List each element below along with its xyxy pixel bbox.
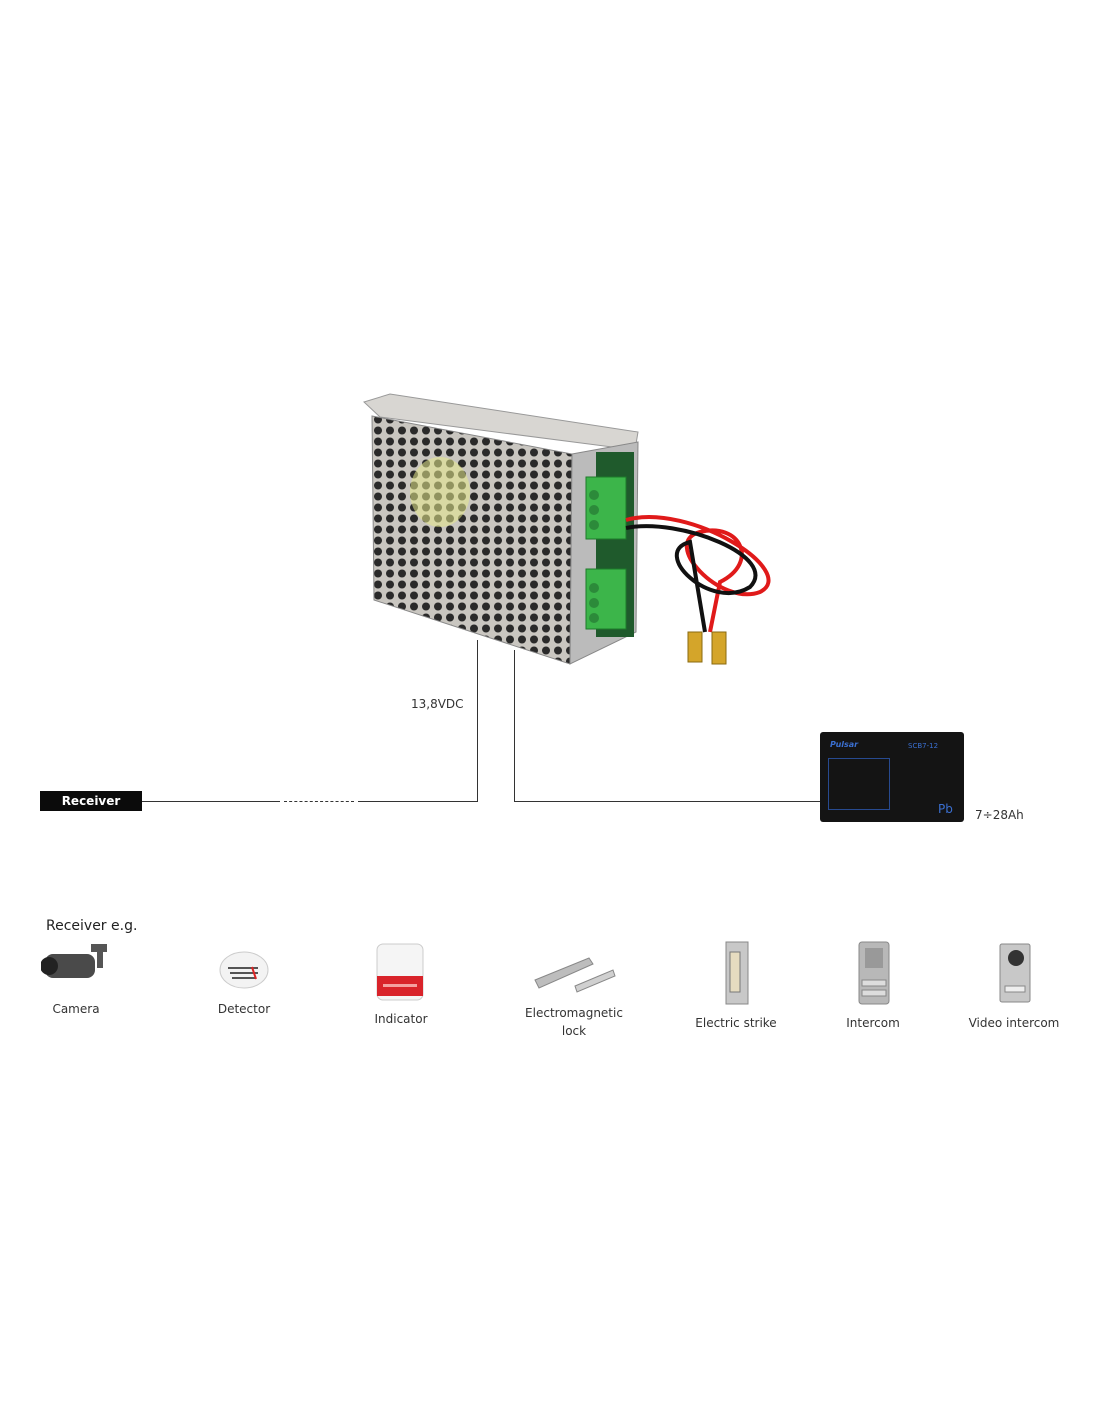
- magnetic-lock-icon: [534, 957, 616, 993]
- receiver-intercom: Intercom: [803, 940, 943, 1032]
- smoke-detector-icon: [219, 951, 269, 989]
- receiver-name: Video intercom: [968, 1016, 1060, 1030]
- receiver-indicator: Indicator: [331, 940, 471, 1028]
- receiver-electromagnetic-lock: Electromagnetic lock: [504, 940, 644, 1040]
- receiver-camera: Camera: [6, 940, 146, 1018]
- receiver-name: Electric strike: [695, 1016, 777, 1030]
- output-wire-horizontal-right: [358, 801, 478, 802]
- power-supply-image: [360, 392, 790, 706]
- battery-wire-horizontal: [514, 801, 820, 802]
- output-wire-horizontal-left: [142, 801, 280, 802]
- receiver-name: Detector: [217, 1002, 271, 1016]
- receivers-heading: Receiver e.g.: [46, 918, 138, 934]
- receiver-label: Receiver: [40, 791, 142, 811]
- battery-wire-vertical: [514, 650, 515, 802]
- battery-pb-mark: Pb: [938, 802, 953, 816]
- receiver-name: Intercom: [846, 1016, 900, 1030]
- battery-spec-table: [828, 758, 890, 810]
- intercom-icon: [858, 941, 890, 1005]
- receiver-name: Camera: [52, 1002, 100, 1016]
- receiver-detector: Detector: [174, 940, 314, 1018]
- battery-image: Pulsar SCB7-12 Pb: [820, 732, 964, 822]
- electric-strike-icon: [725, 941, 749, 1005]
- battery-logo: Pulsar: [830, 740, 859, 749]
- video-intercom-icon: [999, 943, 1031, 1003]
- receiver-video-intercom: Video intercom: [944, 940, 1084, 1032]
- output-wire-vertical: [477, 640, 478, 802]
- voltage-label: 13,8VDC: [411, 697, 464, 711]
- battery-model: SCB7-12: [908, 742, 939, 750]
- siren-icon: [376, 943, 424, 1001]
- camera-icon: [41, 944, 107, 978]
- receiver-name: Indicator: [374, 1012, 428, 1026]
- output-wire-dashed: [284, 801, 354, 802]
- receiver-name: Electromagnetic lock: [525, 1006, 623, 1038]
- receiver-electric-strike: Electric strike: [666, 940, 806, 1032]
- battery-capacity-label: 7÷28Ah: [975, 808, 1024, 822]
